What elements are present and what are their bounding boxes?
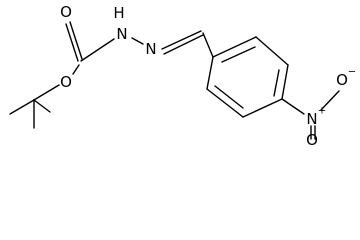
chemical-structure: O O H N N N + O − O [9,3,356,147]
carbamate-group [65,21,115,75]
bond-imine-double-b [163,34,204,55]
ring-bond-1 [212,36,257,58]
ring-bond-3 [281,64,289,100]
bond-nitro-o-top [320,90,340,111]
bond-carbonyl-double-b [69,21,83,60]
atom-carbonyl-oxygen: O [60,3,72,21]
bond-ring-nitro-n [281,98,305,115]
atom-hydrazide-n: N [116,25,127,43]
bond-tbu-oxygen [33,84,60,101]
tert-butyl-group [9,84,60,129]
atom-nitro-o-top: O [336,71,348,89]
bond-carbonyl-carbon-n [80,38,115,62]
ring-bond-4 [242,98,283,118]
bond-ch-ring [202,32,214,58]
ring-bond-3-inner [273,69,280,97]
bond-tbu-methyl-right [33,99,51,113]
ring-bond-5 [206,88,244,118]
atom-hydrazide-h: H [113,4,124,22]
atom-ester-oxygen: O [60,73,72,91]
atom-imine-n: N [145,40,156,58]
atom-nitro-n: N [306,110,317,128]
bond-n-n [131,37,144,45]
atom-nitro-o-bottom: O [306,131,318,147]
bond-carbonyl-double-a [65,23,79,62]
nitro-group [310,90,340,140]
ring-bond-6 [206,56,214,90]
ring-bond-5-inner [214,85,244,109]
hydrazone-group [131,30,204,55]
bond-tbu-methyl-left [9,99,35,115]
bond-oxygen-carbonyl-carbon [72,64,80,75]
nitrophenyl-ring [202,32,305,118]
charge-nitro-o-minus: − [348,67,356,78]
bond-imine-double-a [161,30,202,50]
charge-nitro-n-plus: + [318,106,326,117]
ring-bond-2 [255,36,289,66]
ring-bond-1-inner [221,46,256,63]
